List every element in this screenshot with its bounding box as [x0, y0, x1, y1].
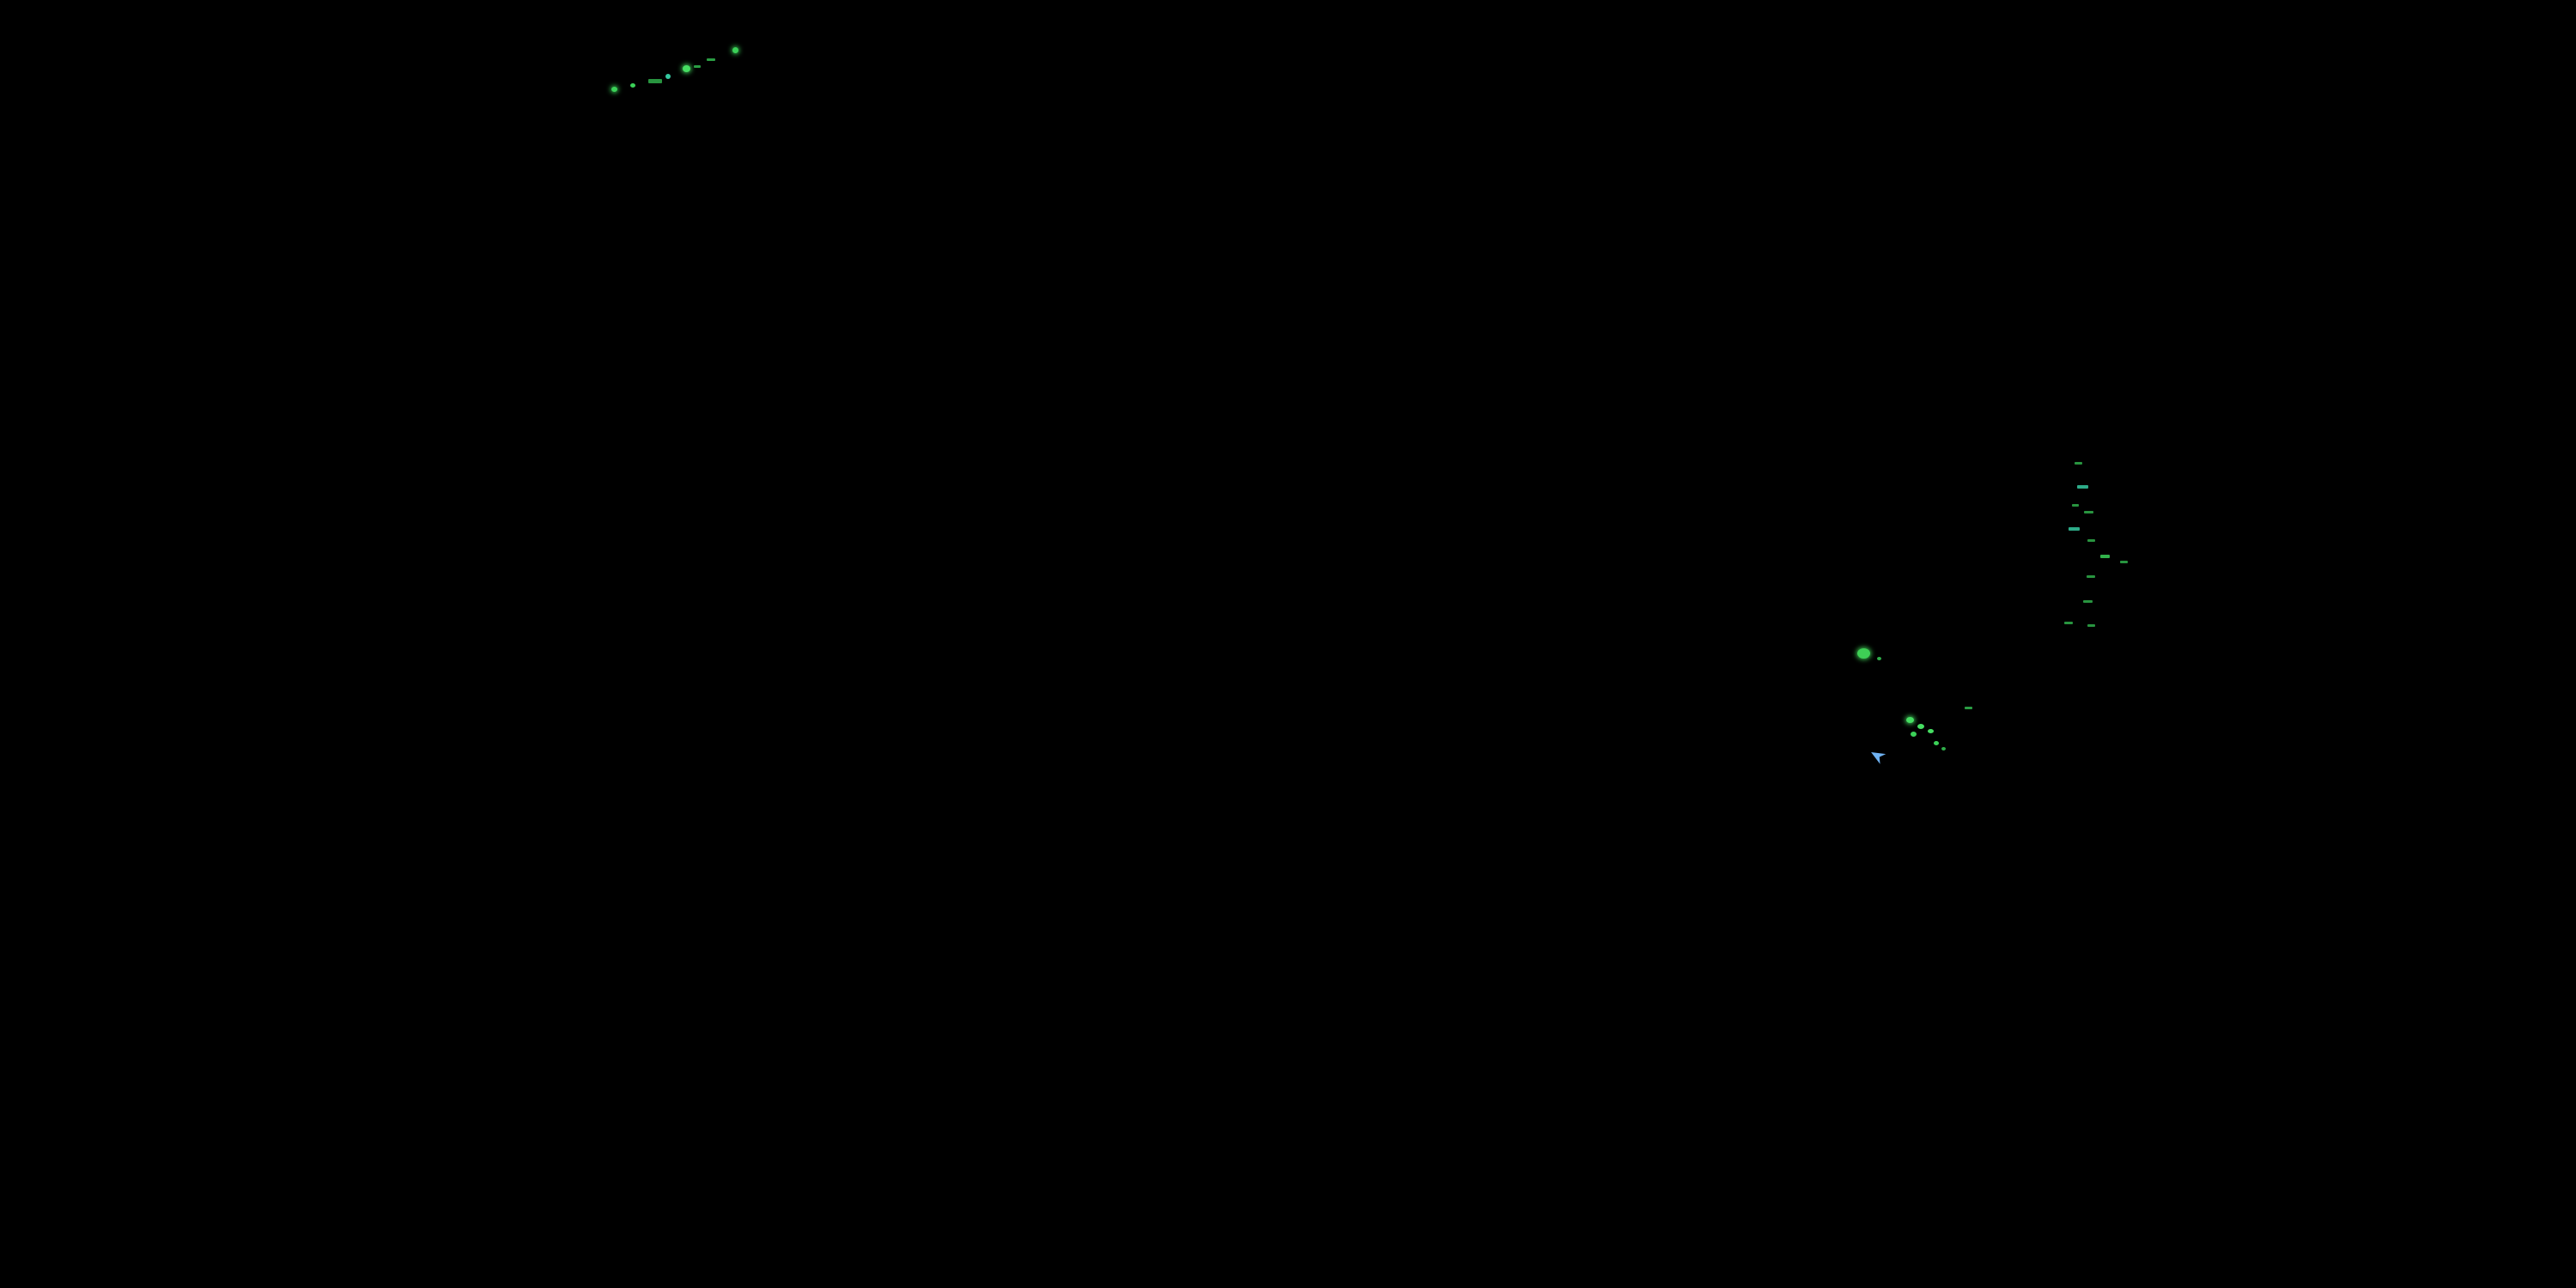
object-dot[interactable] — [1877, 657, 1881, 660]
cluster-blob[interactable] — [1906, 717, 1914, 723]
object-dot[interactable] — [611, 87, 617, 92]
cluster-blob[interactable] — [1934, 741, 1939, 745]
label-smudge — [2087, 539, 2095, 542]
object-dot[interactable] — [1941, 747, 1946, 750]
label-smudge — [2100, 555, 2110, 558]
cluster-blob[interactable] — [1917, 724, 1924, 729]
player-ship-icon[interactable] — [1868, 746, 1886, 765]
label-smudge — [2087, 624, 2095, 627]
label-smudge — [694, 65, 701, 68]
object-dot[interactable] — [732, 47, 738, 53]
label-smudge — [2075, 462, 2082, 465]
cluster-blob[interactable] — [1928, 729, 1934, 733]
planet-blob[interactable] — [1857, 648, 1870, 659]
label-smudge — [707, 58, 715, 61]
object-dot[interactable] — [683, 65, 690, 72]
label-smudge — [2069, 527, 2080, 531]
label-smudge — [2072, 504, 2079, 507]
label-smudge — [2087, 575, 2095, 578]
label-smudge — [648, 79, 662, 83]
label-smudge — [2064, 622, 2073, 624]
object-dot[interactable] — [630, 83, 635, 88]
cluster-blob[interactable] — [1911, 732, 1917, 737]
label-smudge — [2120, 561, 2128, 563]
label-smudge — [2084, 511, 2093, 513]
object-dot[interactable] — [665, 74, 671, 79]
label-smudge — [1965, 707, 1972, 709]
label-smudge — [2077, 485, 2088, 489]
label-smudge — [2083, 600, 2093, 603]
